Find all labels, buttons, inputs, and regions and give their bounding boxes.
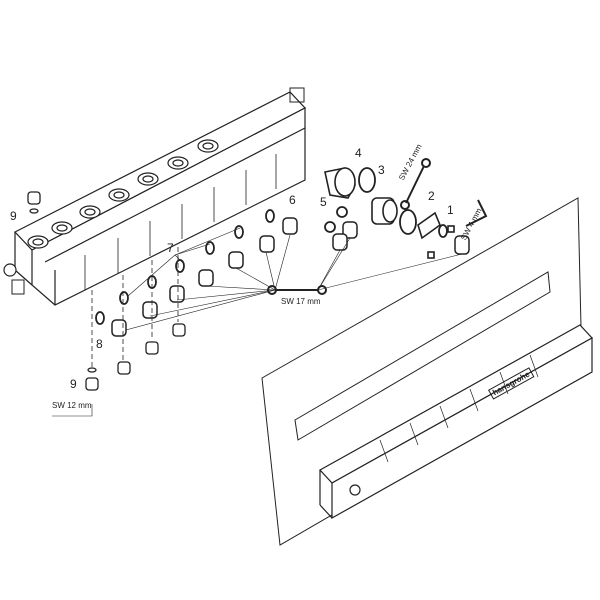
wrench-sw17-icon xyxy=(267,285,327,295)
hex-key-sw4-icon xyxy=(465,199,488,227)
plugs xyxy=(27,191,186,391)
outlet-ports xyxy=(27,139,219,249)
trim-bar xyxy=(319,324,593,520)
tool-label-sw17: SW 17 mm xyxy=(281,297,321,306)
o-rings xyxy=(95,167,448,325)
installation-box xyxy=(3,87,306,306)
cartridge-assembly xyxy=(324,167,455,259)
dashed-axis-lines xyxy=(91,247,179,368)
part-label-1: 1 xyxy=(447,203,454,217)
part-label-8: 8 xyxy=(96,337,103,351)
leader-lines xyxy=(52,227,463,417)
part-label-5: 5 xyxy=(320,195,327,209)
tool-label-sw12: SW 12 mm xyxy=(52,401,92,410)
part-label-2: 2 xyxy=(428,189,435,203)
part-label-7: 7 xyxy=(167,241,174,255)
part-label-9-bottom: 9 xyxy=(70,377,77,391)
part-label-3: 3 xyxy=(378,163,385,177)
part-label-6: 6 xyxy=(289,193,296,207)
wrench-sw24-icon xyxy=(400,158,431,210)
part-label-4: 4 xyxy=(355,146,362,160)
part-label-9-top: 9 xyxy=(10,209,17,223)
